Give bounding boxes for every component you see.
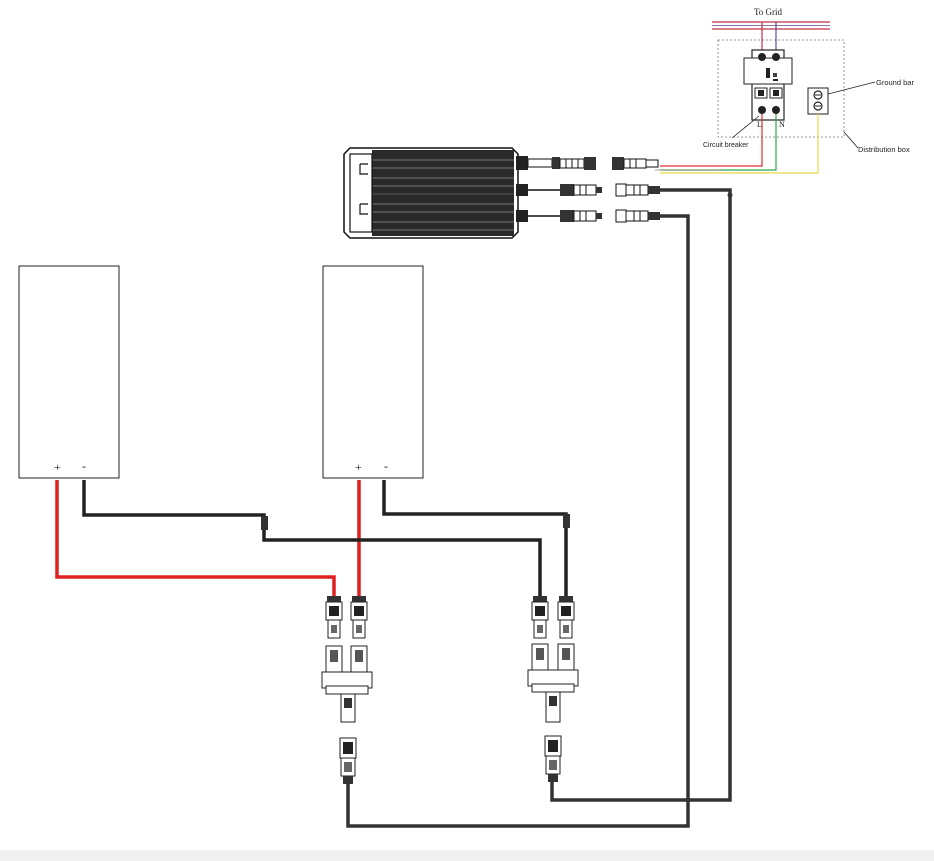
panel-2-plus-label: + <box>355 460 362 474</box>
panel-1-positive-wire <box>55 480 336 598</box>
ground-wire <box>660 114 819 174</box>
panel-2-minus-label: - <box>384 459 388 473</box>
circuit-breaker-callout <box>731 115 760 139</box>
branch-connector-negative <box>527 596 579 782</box>
dc-connector-upper <box>528 183 660 197</box>
solar-panel-2 <box>322 265 424 479</box>
distribution-box <box>717 39 845 138</box>
ac-connector <box>527 157 659 170</box>
breaker-l-label: L <box>757 120 762 129</box>
panel-1-minus-label: - <box>82 459 86 473</box>
breaker-n-label: N <box>779 120 785 129</box>
distribution-box-label: Distribution box <box>858 145 910 154</box>
line-wire <box>660 114 763 167</box>
ground-bar <box>807 87 829 115</box>
ground-bar-callout <box>827 81 876 95</box>
micro-inverter <box>343 147 528 239</box>
circuit-breaker-label: Circuit breaker <box>703 142 749 149</box>
distribution-box-callout <box>843 131 859 149</box>
panel-1-negative-wire <box>82 480 542 598</box>
branch-connector-positive <box>321 596 373 784</box>
bottom-band <box>0 850 934 861</box>
panel-2-negative-wire <box>382 480 568 598</box>
dc-return-cable-2 <box>346 214 690 828</box>
circuit-breaker <box>743 49 793 121</box>
dc-return-cable-1 <box>550 188 732 802</box>
solar-panel-1 <box>18 265 120 479</box>
grid-lines <box>712 21 830 30</box>
panel-1-plus-label: + <box>54 460 61 474</box>
to-grid-label: To Grid <box>754 7 783 17</box>
ground-bar-label: Ground bar <box>876 78 914 87</box>
dc-connector-lower <box>528 209 660 223</box>
